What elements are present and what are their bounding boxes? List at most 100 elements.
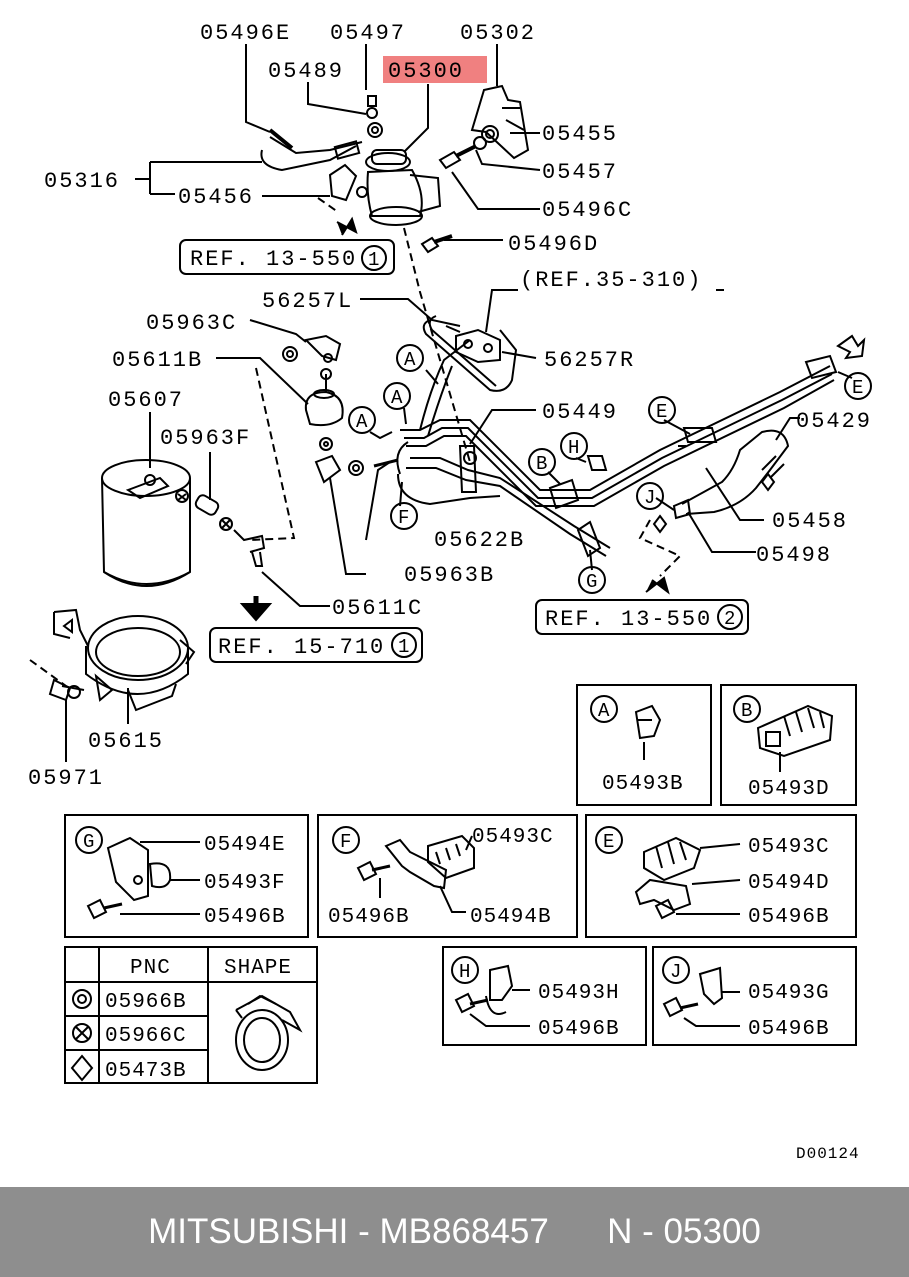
label-05496D: 05496D (508, 232, 599, 257)
label-05455: 05455 (542, 122, 618, 147)
detail-box-j-frame (652, 946, 857, 1046)
detail-a-letter: A (598, 700, 610, 722)
detail-g-part-2: 05496B (204, 906, 286, 929)
ref-13-550-1-num: 1 (368, 249, 379, 271)
footer-pnc: N - 05300 (607, 1212, 761, 1251)
detail-f-part-0: 05493C (472, 826, 554, 849)
label-05963F: 05963F (160, 426, 251, 451)
label-05456: 05456 (178, 185, 254, 210)
callout-h: H (568, 437, 579, 459)
label-56257L: 56257L (262, 289, 353, 314)
double-circle-icon (72, 989, 92, 1009)
detail-f-part-2: 05494B (470, 906, 552, 929)
callout-a-2: A (391, 387, 403, 409)
detail-f-letter: F (340, 831, 351, 853)
detail-g-part-1: 05493F (204, 872, 286, 895)
label-56257R: 56257R (544, 348, 635, 373)
fuel-lines (282, 298, 866, 595)
footer-gap (549, 1212, 607, 1252)
diagram-code: D00124 (796, 1145, 860, 1163)
label-05497: 05497 (330, 21, 406, 46)
footer-part-number: MB868457 (379, 1212, 549, 1251)
detail-b-part-0: 05493D (748, 778, 830, 801)
detail-a-part-0: 05493B (602, 773, 684, 796)
detail-box-texts: A 05493B B 05493D G 05494E 05493F 05496B… (83, 700, 830, 1041)
ref-35-310-text: (REF.35-310) (520, 268, 702, 293)
canister-assembly (48, 459, 273, 712)
leader-lines-middle (65, 319, 853, 762)
label-05457: 05457 (542, 160, 618, 185)
label-05449: 05449 (542, 400, 618, 425)
footer-bar: MITSUBISHI - MB868457 N - 05300 (0, 1187, 909, 1277)
detail-e-part-1: 05494D (748, 872, 830, 895)
callout-j: J (644, 487, 655, 509)
detail-h-letter: H (459, 961, 470, 983)
detail-e-part-2: 05496B (748, 906, 830, 929)
label-05496C: 05496C (542, 198, 633, 223)
detail-j-part-1: 05496B (748, 1018, 830, 1041)
callout-f: F (398, 507, 409, 529)
detail-h-part-0: 05493H (538, 982, 620, 1005)
detail-box-f-frame (317, 814, 578, 938)
label-05489: 05489 (268, 59, 344, 84)
ref-13-550-2-text: REF. 13-550 (545, 607, 712, 632)
callout-letters: A A A B E E F G H J (356, 349, 863, 593)
label-05458: 05458 (772, 509, 848, 534)
ref-13-550-1-text: REF. 13-550 (190, 247, 357, 272)
label-05611B: 05611B (112, 348, 203, 373)
label-05611C: 05611C (332, 596, 423, 621)
label-05316: 05316 (44, 169, 120, 194)
ref-boxes (179, 239, 749, 663)
detail-box-e-frame (585, 814, 857, 938)
pnc-row-2: 05473B (105, 1060, 187, 1083)
label-05607: 05607 (108, 388, 184, 413)
dashed-guides (29, 197, 682, 687)
shape-header: SHAPE (224, 957, 292, 980)
callout-e-1: E (656, 401, 667, 423)
label-05302: 05302 (460, 21, 536, 46)
detail-e-part-0: 05493C (748, 836, 830, 859)
callout-e-2: E (852, 377, 863, 399)
detail-f-part-1: 05496B (328, 906, 410, 929)
diamond-icon (70, 1054, 94, 1082)
circle-x-icon (72, 1023, 92, 1043)
detail-g-part-0: 05494E (204, 834, 286, 857)
callout-g: G (586, 571, 597, 593)
pnc-row-1: 05966C (105, 1025, 187, 1048)
pnc-table: PNC SHAPE 05966B 05966C 05473B (105, 957, 292, 1083)
label-05622B: 05622B (434, 528, 525, 553)
label-05963B: 05963B (404, 563, 495, 588)
ref-15-710-1-text: REF. 15-710 (218, 635, 385, 660)
label-05963C: 05963C (146, 311, 237, 336)
detail-b-letter: B (741, 700, 752, 722)
detail-box-b-frame (720, 684, 857, 806)
label-05429: 05429 (796, 409, 872, 434)
callout-b: B (536, 453, 547, 475)
detail-e-letter: E (603, 831, 614, 853)
label-05971: 05971 (28, 766, 104, 791)
detail-g-letter: G (83, 831, 94, 853)
detail-j-letter: J (670, 961, 681, 983)
detail-box-h-frame (442, 946, 647, 1046)
footer-brand: MITSUBISHI (148, 1212, 349, 1251)
detail-j-part-0: 05493G (748, 982, 830, 1005)
hose-clamp-shape-icon (235, 994, 303, 1071)
detail-box-g-frame (64, 814, 309, 938)
detail-h-part-1: 05496B (538, 1018, 620, 1041)
detail-boxes (64, 684, 857, 1084)
detail-box-a-frame (576, 684, 712, 806)
reference-labels: REF. 13-550 1 (REF.35-310) REF. 13-550 2… (190, 247, 735, 660)
fuel-filter-assembly (260, 56, 530, 254)
callout-a-1: A (404, 349, 416, 371)
callout-circles (75, 245, 872, 984)
pnc-row-0: 05966B (105, 991, 187, 1014)
footer-separator: - (348, 1212, 380, 1251)
label-05615: 05615 (88, 729, 164, 754)
pnc-header: PNC (130, 957, 171, 980)
ref-15-710-1-num: 1 (398, 636, 409, 658)
callout-a-3: A (356, 411, 368, 433)
label-05498: 05498 (756, 543, 832, 568)
label-05300: 05300 (388, 59, 464, 84)
leader-lines-top (135, 44, 724, 333)
label-05496E: 05496E (200, 21, 291, 46)
